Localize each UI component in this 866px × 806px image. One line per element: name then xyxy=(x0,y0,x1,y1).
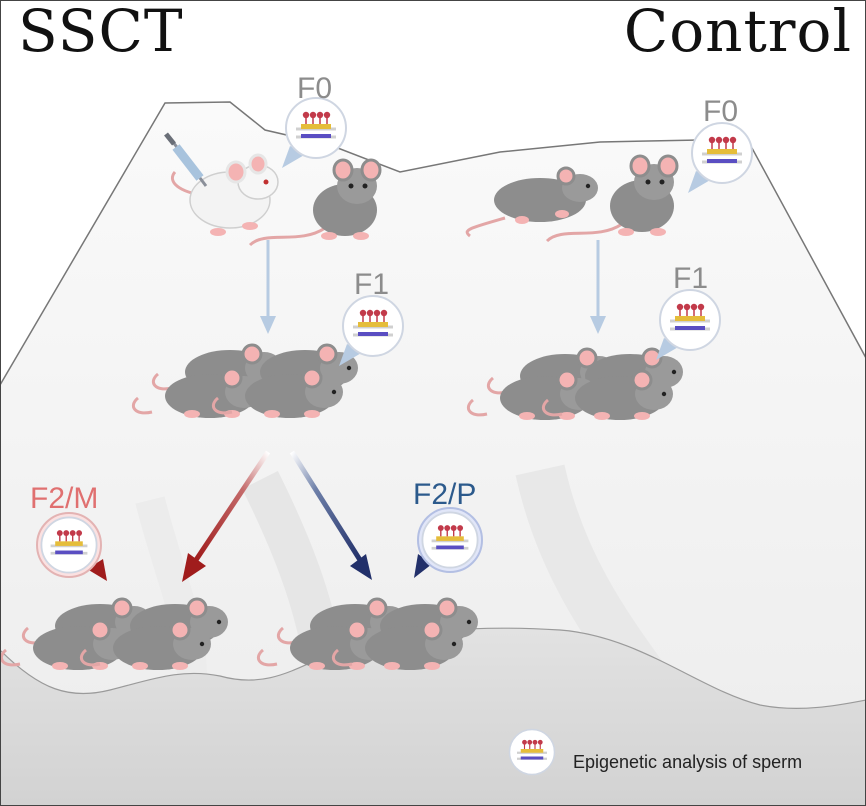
ssct-f0-to-f1-arrow xyxy=(260,240,276,334)
ssct-f0-white-mouse xyxy=(170,153,279,236)
ssct-f0-sperm-icon xyxy=(282,96,348,168)
paternal-lineage-arrow xyxy=(289,450,372,580)
f2p-sperm-icon xyxy=(414,507,483,578)
ssct-title: SSCT xyxy=(18,0,184,65)
ssct-f1-label: F1 xyxy=(354,268,390,301)
control-f0-sperm-icon xyxy=(688,121,754,193)
f2p-label: F2/P xyxy=(413,478,477,511)
control-title: Control xyxy=(623,0,852,65)
f2m-sperm-icon xyxy=(36,512,107,581)
maternal-lineage-arrow xyxy=(182,450,271,582)
ssct-f1-sperm-icon xyxy=(339,294,405,366)
control-f0-label: F0 xyxy=(703,95,739,128)
legend-sperm-icon xyxy=(508,728,556,776)
f2m-label: F2/M xyxy=(30,482,99,515)
ssct-f0-label: F0 xyxy=(297,72,333,105)
syringe-icon xyxy=(164,132,208,187)
control-f1-sperm-icon xyxy=(656,288,722,360)
control-f0-to-f1-arrow xyxy=(590,240,606,334)
control-f1-label: F1 xyxy=(673,262,709,295)
legend-label: Epigenetic analysis of sperm xyxy=(573,752,803,772)
control-f0-walking-mouse xyxy=(465,166,598,238)
